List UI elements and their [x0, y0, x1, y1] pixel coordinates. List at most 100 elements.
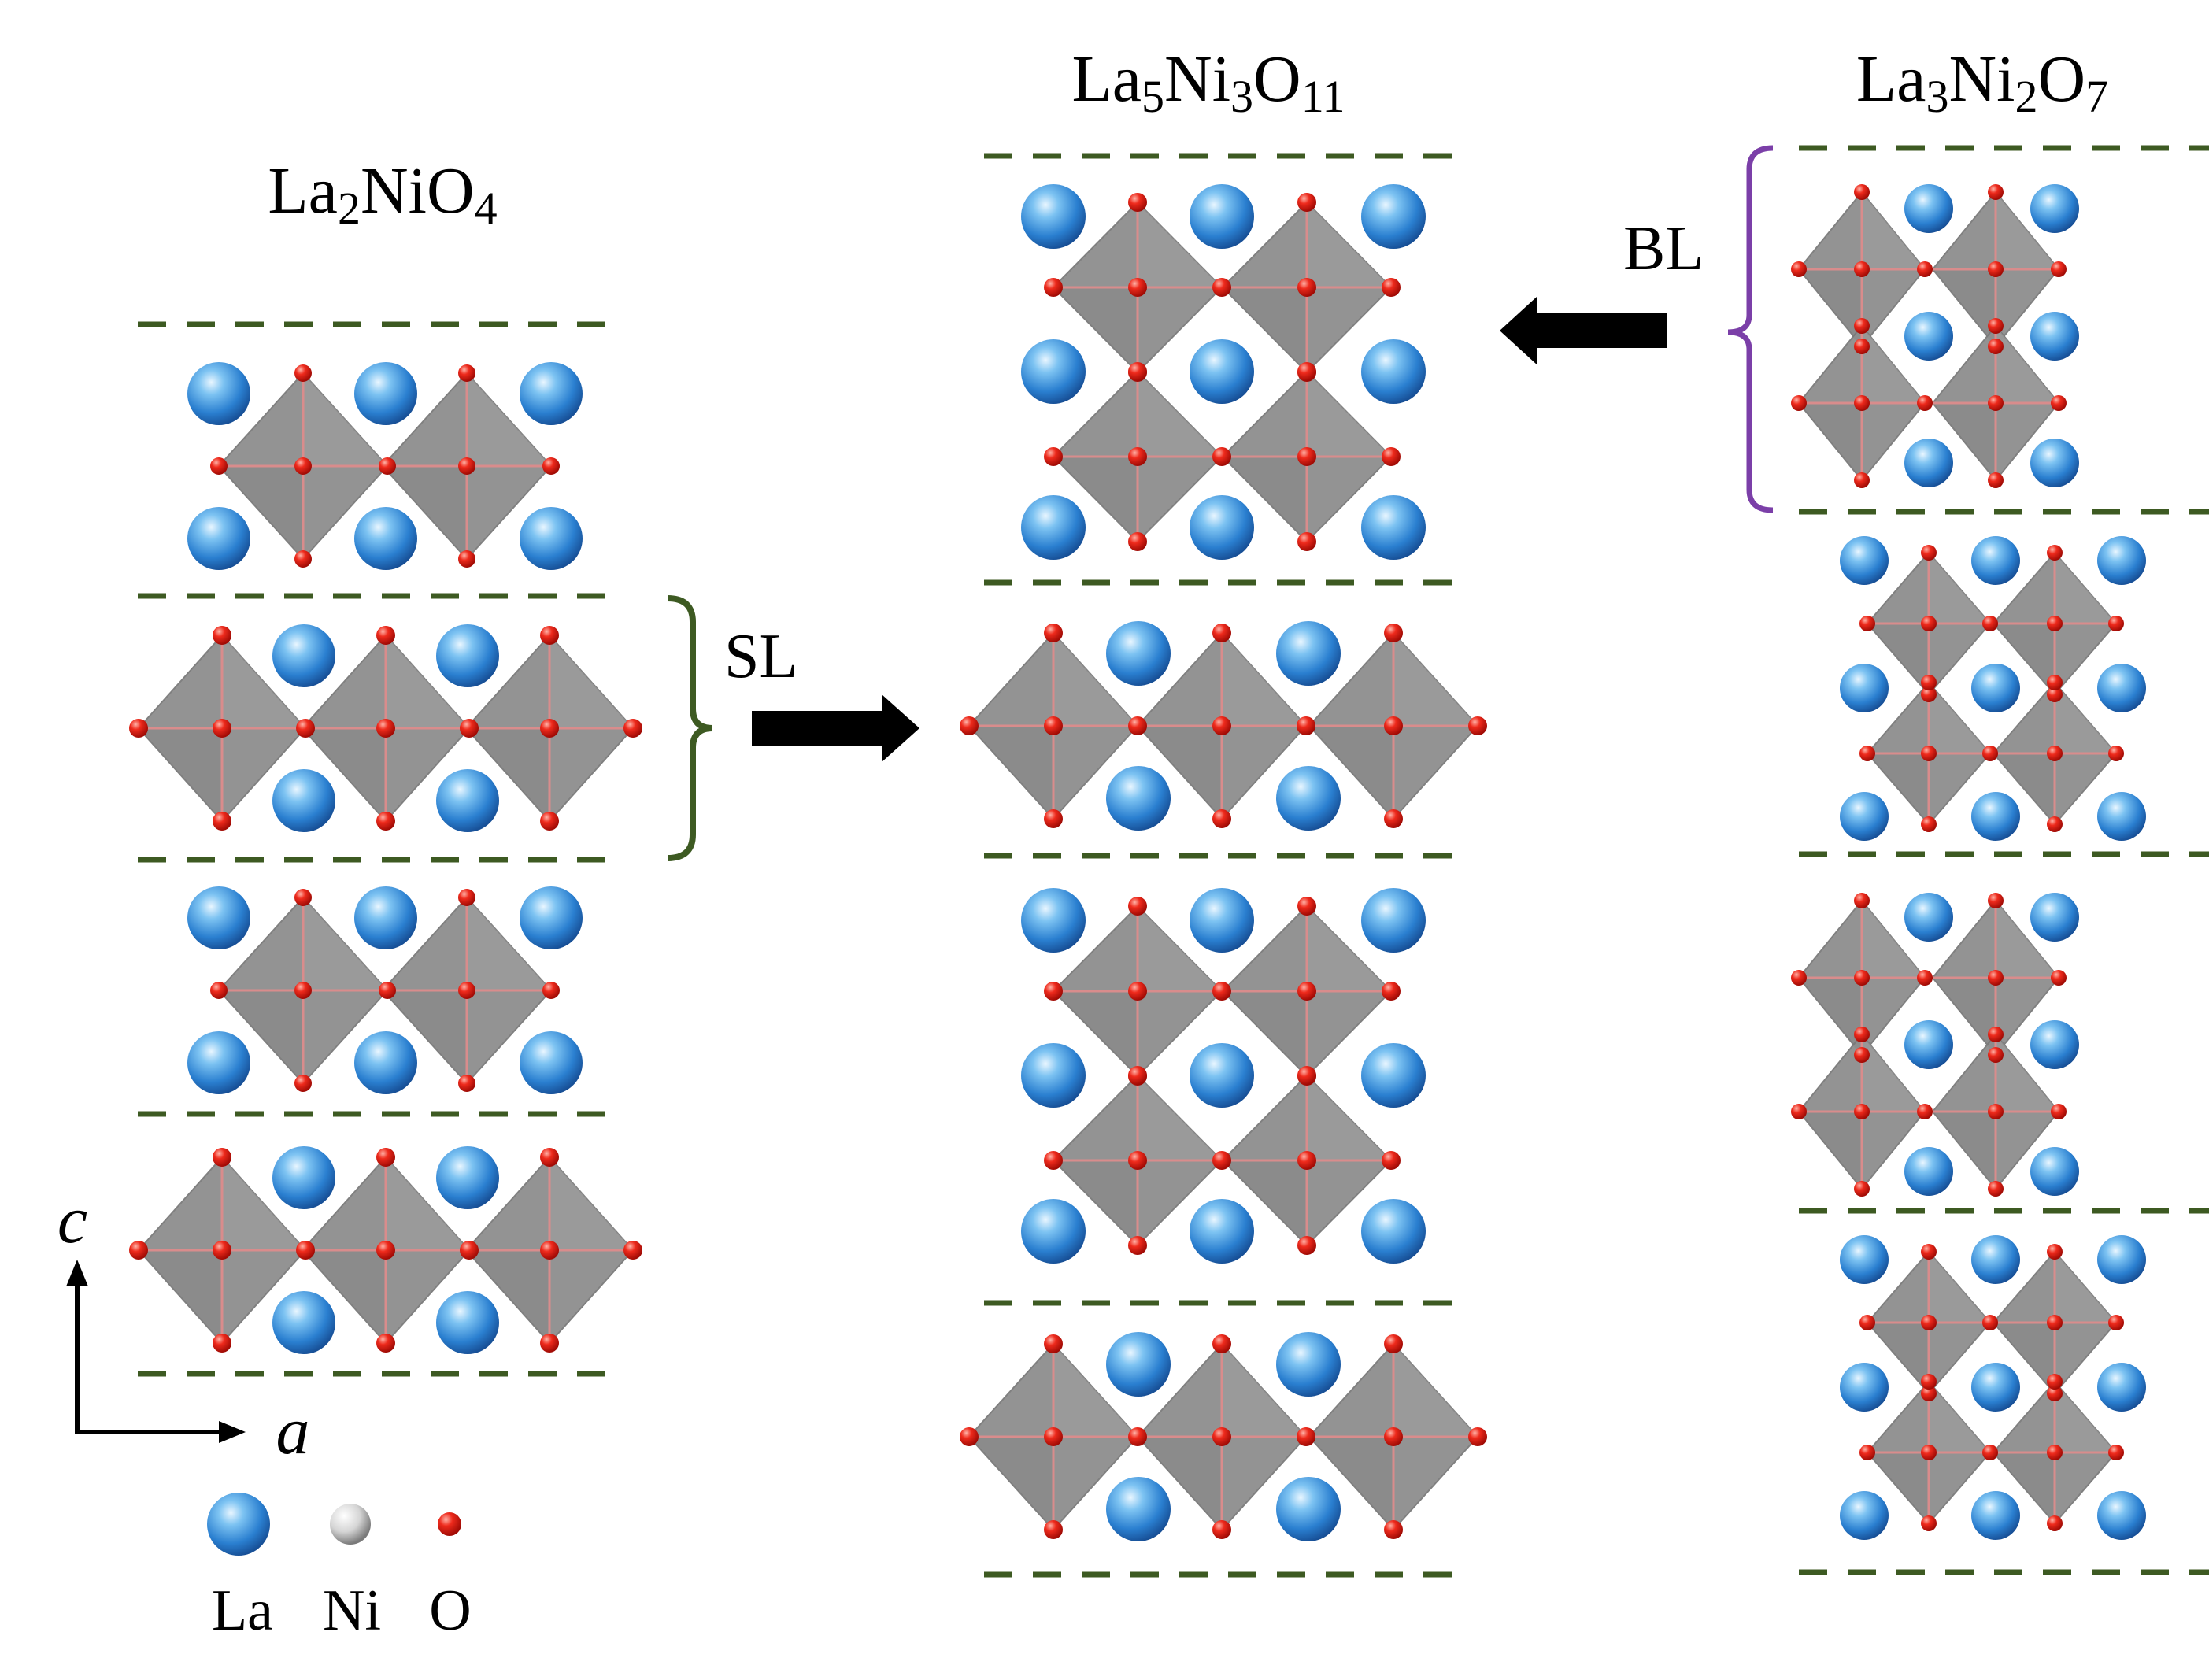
- octahedron-face: [139, 1250, 222, 1343]
- o-atom: [1044, 447, 1063, 466]
- la-atom: [1106, 1332, 1171, 1397]
- octahedron-face: [1309, 1437, 1393, 1530]
- la-atom: [2030, 439, 2079, 487]
- o-atom: [1982, 616, 1998, 631]
- la-atom: [1361, 184, 1426, 249]
- la-atom: [2030, 893, 2079, 942]
- octahedron-face: [383, 466, 467, 559]
- o-atom: [1921, 1386, 1937, 1401]
- octahedron-face: [466, 1250, 549, 1343]
- o-atom: [2047, 1386, 2063, 1401]
- o-atom: [1988, 1181, 2004, 1197]
- o-atom: [376, 626, 395, 645]
- o-atom: [213, 1148, 231, 1167]
- la-atom: [1904, 1020, 1953, 1069]
- octahedron-face: [1393, 633, 1478, 726]
- la-atom: [1971, 664, 2020, 712]
- o-atom: [1917, 395, 1933, 411]
- la-atom: [354, 362, 417, 425]
- o-atom: [1988, 395, 2004, 411]
- octahedron-face: [1222, 633, 1306, 726]
- octahedron-face: [1862, 326, 1925, 403]
- o-atom: [960, 1427, 979, 1446]
- o-atom: [1044, 278, 1063, 297]
- la-atom: [1021, 888, 1086, 953]
- o-atom: [1988, 261, 2004, 277]
- o-atom: [1854, 339, 1870, 354]
- octahedron-face: [1929, 683, 1990, 753]
- axis-indicator: c a: [57, 1182, 310, 1468]
- o-atom: [1982, 1445, 1998, 1460]
- octahedron-face: [303, 373, 387, 466]
- la-atom: [1276, 1332, 1341, 1397]
- bl-arrow: [1500, 297, 1667, 364]
- o-atom: [542, 457, 560, 475]
- o-atom: [1854, 970, 1870, 986]
- o-atom: [376, 1334, 395, 1353]
- octahedron-face: [969, 726, 1053, 819]
- la-atom: [1021, 1199, 1086, 1264]
- octahedron-face: [1867, 624, 1929, 694]
- o-atom: [1382, 982, 1401, 1001]
- o-atom: [1854, 1104, 1870, 1119]
- octahedron-face: [1867, 753, 1929, 824]
- o-atom: [1854, 472, 1870, 488]
- octahedron-face: [1996, 1034, 2059, 1112]
- o-atom: [1921, 816, 1937, 832]
- la-atom: [1904, 312, 1953, 361]
- o-atom: [458, 982, 475, 999]
- o-atom: [1297, 193, 1316, 212]
- legend: La Ni O: [207, 1493, 472, 1643]
- octahedron-face: [1996, 192, 2059, 269]
- o-atom: [1297, 278, 1316, 297]
- o-atom: [1128, 532, 1147, 551]
- o-atom: [1297, 982, 1316, 1001]
- o-atom: [1921, 616, 1937, 631]
- o-atom: [458, 1075, 475, 1092]
- o-atom: [1988, 1104, 2004, 1119]
- c-axis-arrowhead: [66, 1260, 88, 1286]
- o-atom: [1212, 716, 1231, 735]
- o-atom: [540, 1148, 559, 1167]
- o-atom: [1854, 893, 1870, 908]
- octahedron-face: [1307, 372, 1391, 457]
- octahedron-face: [1138, 906, 1222, 991]
- o-atom: [540, 719, 559, 738]
- la-atom: [1904, 439, 1953, 487]
- o-atom: [1212, 1151, 1231, 1170]
- o-atom: [1859, 616, 1875, 631]
- octahedron-face: [1929, 1252, 1990, 1323]
- o-atom: [1044, 1151, 1063, 1170]
- o-atom: [1854, 1027, 1870, 1042]
- o-atom: [1917, 261, 1933, 277]
- la-atom: [2030, 312, 2079, 361]
- o-atom: [1128, 982, 1147, 1001]
- o-atom: [1854, 1181, 1870, 1197]
- o-atom: [458, 364, 475, 382]
- o-atom: [1921, 686, 1937, 702]
- o-atom: [1791, 970, 1807, 986]
- o-atom: [1212, 624, 1231, 642]
- sl-label: SL: [724, 622, 797, 691]
- octahedron-face: [1053, 1160, 1138, 1245]
- o-atom: [294, 982, 312, 999]
- la-atom: [1190, 1043, 1254, 1108]
- octahedron-face: [1862, 192, 1925, 269]
- octahedron-face: [1993, 753, 2055, 824]
- octahedron-face: [383, 990, 467, 1083]
- la-atom: [1904, 184, 1953, 233]
- octahedron-face: [1223, 287, 1307, 372]
- octahedron-face: [1993, 624, 2055, 694]
- o-atom: [458, 550, 475, 568]
- octahedron-face: [1929, 553, 1990, 624]
- octahedron-face: [1933, 1112, 1996, 1189]
- octahedron-face: [386, 635, 469, 728]
- o-atom: [540, 812, 559, 831]
- la-atom: [520, 362, 583, 425]
- o-atom: [1297, 897, 1316, 916]
- octahedron-face: [302, 1250, 386, 1343]
- o-atom: [1384, 624, 1403, 642]
- la-atom: [1276, 1477, 1341, 1541]
- octahedron-face: [1993, 1323, 2055, 1393]
- o-atom: [1921, 545, 1937, 561]
